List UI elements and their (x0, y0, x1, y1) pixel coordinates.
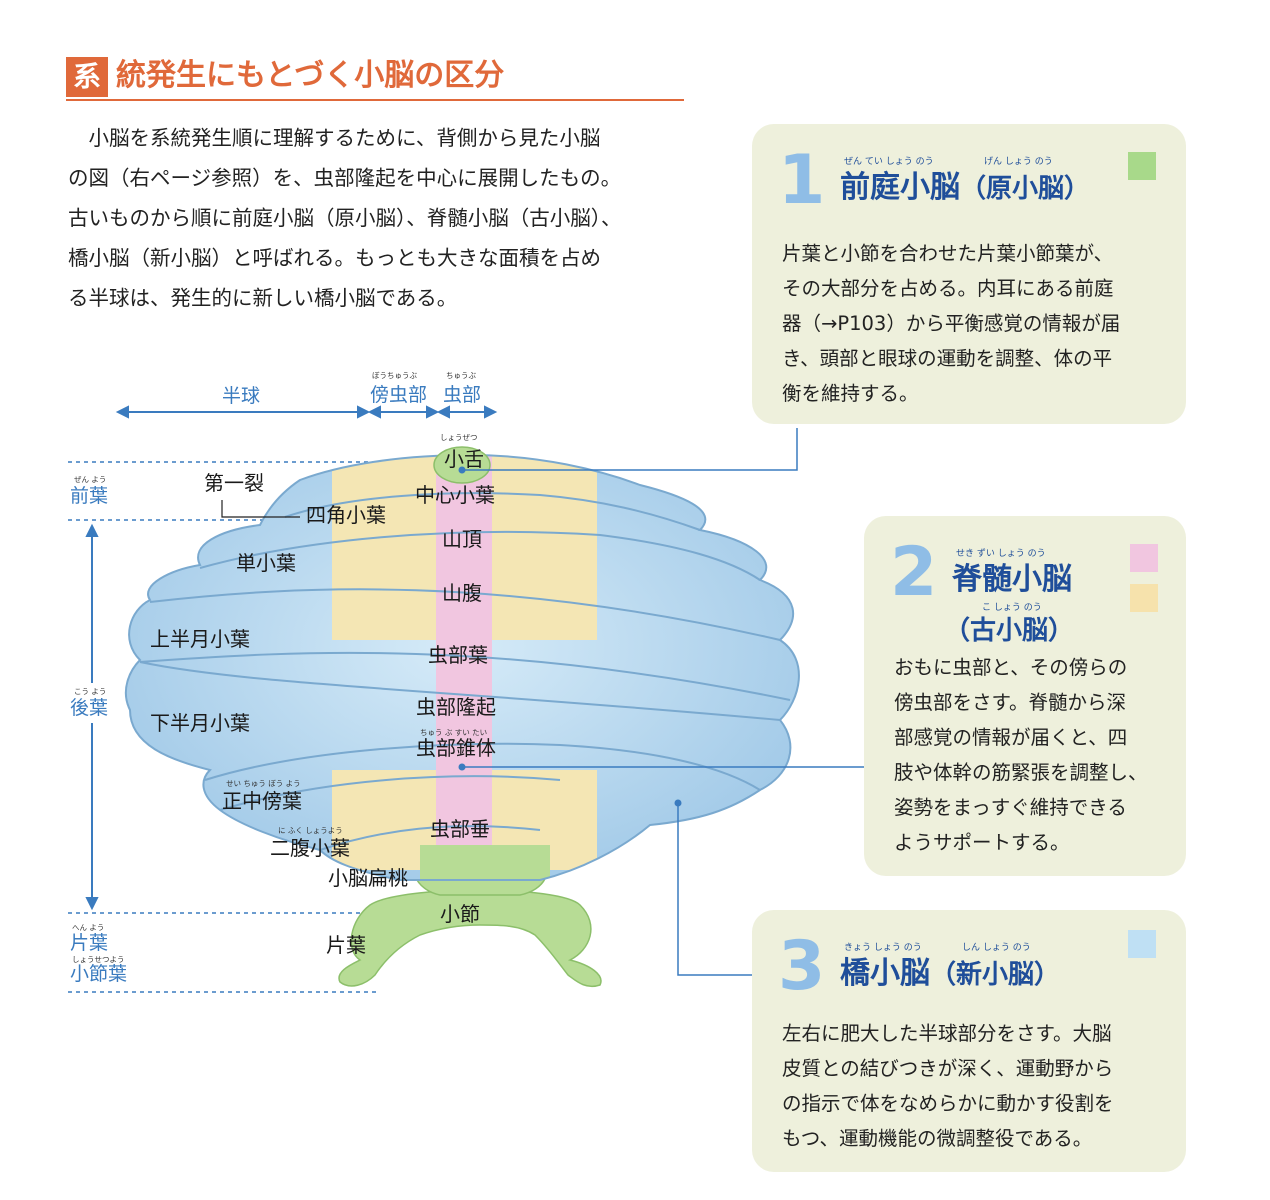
ruby-posterior: こう よう (74, 687, 106, 696)
label-folium: 虫部葉 (428, 644, 488, 667)
card-spinocerebellum: 2 せき ずい しょう のう 脊髄小脳 こ しょう のう （古小脳） おもに虫部… (864, 516, 1186, 876)
label-tuber: 虫部隆起 (416, 696, 496, 719)
label-flocculus-side: 片葉 (70, 932, 108, 954)
label-tonsil: 小脳扁桃 (328, 867, 408, 890)
label-central-lobule: 中心小葉 (415, 484, 495, 507)
card-title-paren: （古小脳） (944, 616, 1075, 646)
label-simple-lobule: 単小葉 (236, 552, 296, 575)
label-inferior-semilunar-lobule: 下半月小葉 (150, 712, 250, 735)
color-swatch-blue (1128, 930, 1156, 958)
cerebellum-outline (124, 453, 800, 881)
card-number: 2 (890, 533, 938, 612)
label-flocculus: 片葉 (326, 934, 366, 957)
lingula-shape (433, 446, 491, 484)
ruby-flocculus-side: へん よう (72, 923, 104, 932)
ruby-paramedian: せい ちゅう ぼう よう (226, 779, 301, 788)
ruby-paravermis: ぼうちゅうぶ (372, 371, 417, 380)
intro-line: の図（右ページ参照）を、虫部隆起を中心に展開したもの。 (68, 166, 622, 190)
ruby-anterior: ぜん よう (74, 475, 106, 484)
card-number: 3 (778, 927, 826, 1006)
card-line: 皮質との結びつきが深く、運動野から (782, 1057, 1114, 1080)
color-swatch-green (1128, 152, 1156, 180)
ruby-biventer: に ふく しょうよう (278, 826, 343, 835)
label-posterior-lobe: 後葉 (70, 697, 108, 719)
top-guides (115, 405, 498, 419)
label-flocculonodular-lobe: 小節葉 (70, 963, 127, 985)
intro-paragraph: 小脳を系統発生順に理解するために、背側から見た小脳 の図（右ページ参照）を、虫部… (68, 118, 698, 318)
label-primary-fissure: 第一裂 (204, 472, 264, 495)
card-line: 片葉と小節を合わせた片葉小節葉が、 (782, 242, 1114, 265)
card-title-paren: （原小脳） (960, 174, 1091, 204)
paren-ruby: こ しょう のう (982, 603, 1042, 613)
paren-ruby: しん しょう のう (962, 943, 1031, 953)
pointer-dots (458, 466, 682, 807)
card-vestibulocerebellum: 1 ぜん てい しょう のう げん しょう のう 前庭小脳（原小脳） 片葉と小節… (752, 124, 1186, 424)
heading-title: 統発生にもとづく小脳の区分 (116, 58, 505, 93)
card-line: その大部分を占める。内耳にある前庭 (782, 277, 1114, 300)
label-superior-semilunar-lobule: 上半月小葉 (150, 628, 250, 651)
ruby-lingula: しょうぜつ (440, 433, 478, 442)
card-line: 姿勢をまっすぐ維持できる (894, 796, 1127, 819)
side-guides (68, 461, 430, 993)
paren-ruby: げん しょう のう (984, 157, 1053, 167)
intro-line: る半球は、発生的に新しい橋小脳である。 (68, 286, 458, 310)
ruby-vermis: ちゅうぶ (446, 371, 476, 380)
card-title-paren: （新小脳） (930, 960, 1061, 990)
heading-badge: 系 (66, 57, 108, 97)
label-anterior-lobe: 前葉 (70, 485, 108, 507)
card-line: 左右に肥大した半球部分をさす。大脳 (782, 1022, 1112, 1045)
label-vermis: 虫部 (443, 384, 481, 406)
card-line: 器（→P103）から平衡感覚の情報が届 (782, 312, 1121, 335)
label-declive: 山腹 (442, 582, 482, 605)
label-quadrangular-lobule: 四角小葉 (306, 504, 386, 527)
intro-line: 小脳を系統発生順に理解するために、背側から見た小脳 (68, 126, 601, 150)
label-nodulus: 小節 (440, 903, 480, 926)
ruby-pyramis: ちゅう ぶ すい たい (420, 728, 487, 737)
pointer-lines (462, 428, 864, 976)
card-title-main: 橋小脳 (840, 956, 930, 991)
card-line: もつ、運動機能の微調整役である。 (782, 1127, 1093, 1150)
title-ruby: ぜん てい しょう のう (844, 157, 934, 167)
card-title-main: 脊髄小脳 (952, 562, 1072, 597)
primary-fissure-leader (221, 500, 300, 518)
label-biventer-lobule: 二腹小葉 (270, 837, 350, 860)
card-title: 前庭小脳（原小脳） (840, 168, 1090, 209)
card-line: の指示で体をなめらかに動かす役割を (782, 1092, 1114, 1115)
label-lingula: 小舌 (444, 448, 484, 471)
card-pontocerebellum: 3 きょう しょう のう しん しょう のう 橋小脳（新小脳） 左右に肥大した半… (752, 910, 1186, 1172)
cerebellum-diagram: 半球 ぼうちゅうぶ 傍虫部 ちゅうぶ 虫部 ぜん よう 前葉 こう よう 後葉 … (68, 371, 864, 993)
card-title: 橋小脳（新小脳） (840, 954, 1060, 995)
card-line: 衡を維持する。 (782, 382, 919, 405)
label-paravermis: 傍虫部 (370, 384, 427, 406)
intro-line: 橋小脳（新小脳）と呼ばれる。もっとも大きな面積を占め (68, 246, 601, 270)
label-culmen: 山頂 (442, 528, 482, 551)
card-number: 1 (778, 141, 826, 220)
label-pyramis: 虫部錐体 (416, 737, 496, 760)
card-body: 片葉と小節を合わせた片葉小節葉が、 その大部分を占める。内耳にある前庭 器（→P… (782, 236, 1120, 411)
card-line: おもに虫部と、その傍らの (894, 656, 1128, 679)
card-title-main: 前庭小脳 (840, 170, 960, 205)
card-line: 肢や体幹の筋緊張を調整し、 (894, 761, 1148, 784)
card-body: 左右に肥大した半球部分をさす。大脳 皮質との結びつきが深く、運動野から の指示で… (782, 1016, 1114, 1156)
section-heading: 系 統発生にもとづく小脳の区分 (66, 55, 684, 101)
intro-line: 古いものから順に前庭小脳（原小脳）、脊髄小脳（古小脳）、 (68, 206, 622, 230)
card-line: ようサポートする。 (894, 831, 1070, 854)
card-line: 傍虫部をさす。脊髄から深 (894, 691, 1127, 714)
card-body: おもに虫部と、その傍らの 傍虫部をさす。脊髄から深 部感覚の情報が届くと、四 肢… (894, 650, 1148, 860)
title-ruby: せき ずい しょう のう (956, 549, 1046, 559)
color-swatch-pink (1130, 544, 1158, 572)
card-line: 部感覚の情報が届くと、四 (894, 726, 1128, 749)
label-hemisphere: 半球 (222, 385, 260, 407)
ruby-nodulus-lobe: しょうせつよう (72, 955, 125, 964)
color-swatch-yellow (1130, 584, 1158, 612)
label-uvula: 虫部垂 (430, 818, 490, 841)
card-line: き、頭部と眼球の運動を調整、体の平 (782, 347, 1113, 370)
title-ruby: きょう しょう のう (844, 943, 922, 953)
label-paramedian-lobule: 正中傍葉 (222, 790, 302, 813)
